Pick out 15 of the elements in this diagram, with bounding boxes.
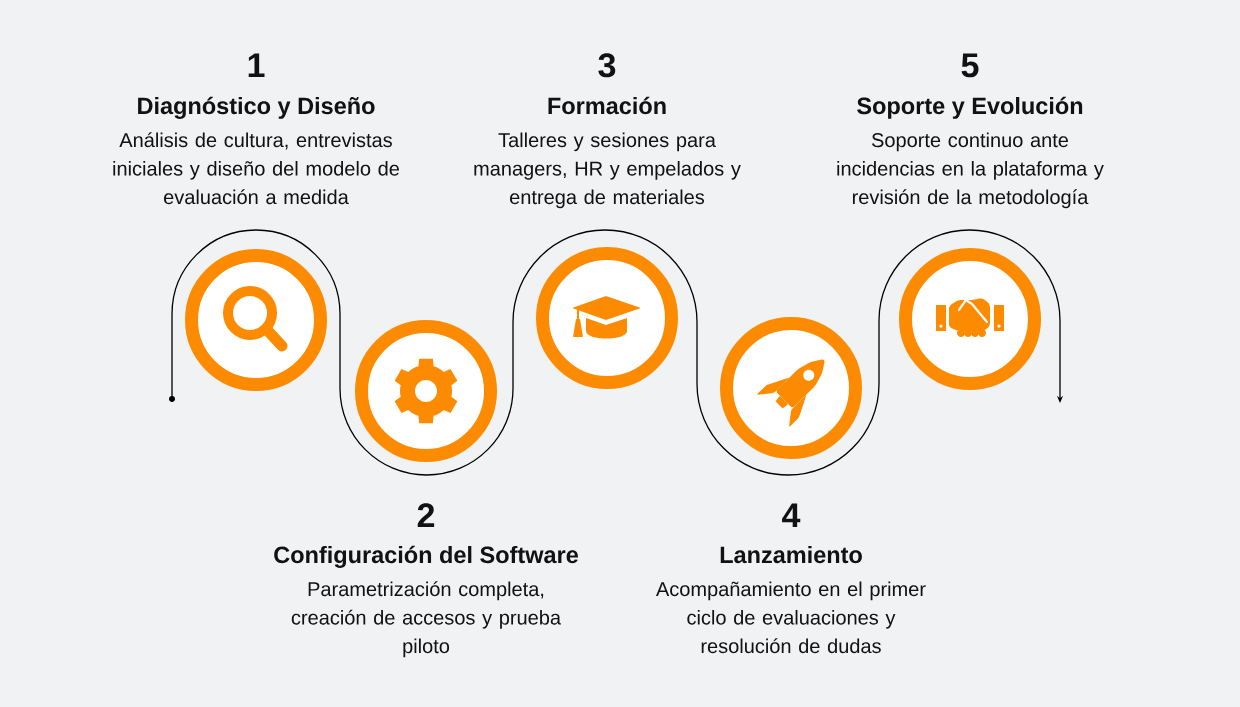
step-title: Diagnóstico y Diseño <box>138 96 375 119</box>
step-description: Parametrización completa, creación de accesos y prueba piloto <box>291 581 562 658</box>
step-number: 1 <box>248 53 265 77</box>
step-number: 5 <box>961 53 979 78</box>
step-number: 2 <box>417 503 435 527</box>
step-number: 4 <box>782 503 801 527</box>
step-description: Acompañamiento en el primer ciclo de evaluaciones y resolución de dudas <box>655 581 926 654</box>
step-title: Configuración del Software <box>274 545 578 568</box>
step-description: Análisis de cultura, entrevistas iniciales y diseño del modelo de evaluación a medida <box>113 132 399 205</box>
step-title: Formación <box>548 96 666 115</box>
step-description: Talleres y sesiones para managers, HR y empelados y entrega de materiales <box>474 132 741 209</box>
step-title: Soporte y Evolución <box>857 96 1083 119</box>
step-number: 3 <box>598 53 616 78</box>
step-description: Soporte continuo ante incidencias en la plataforma y revisión de la metodología <box>837 132 1104 209</box>
step-title: Lanzamiento <box>720 545 862 564</box>
